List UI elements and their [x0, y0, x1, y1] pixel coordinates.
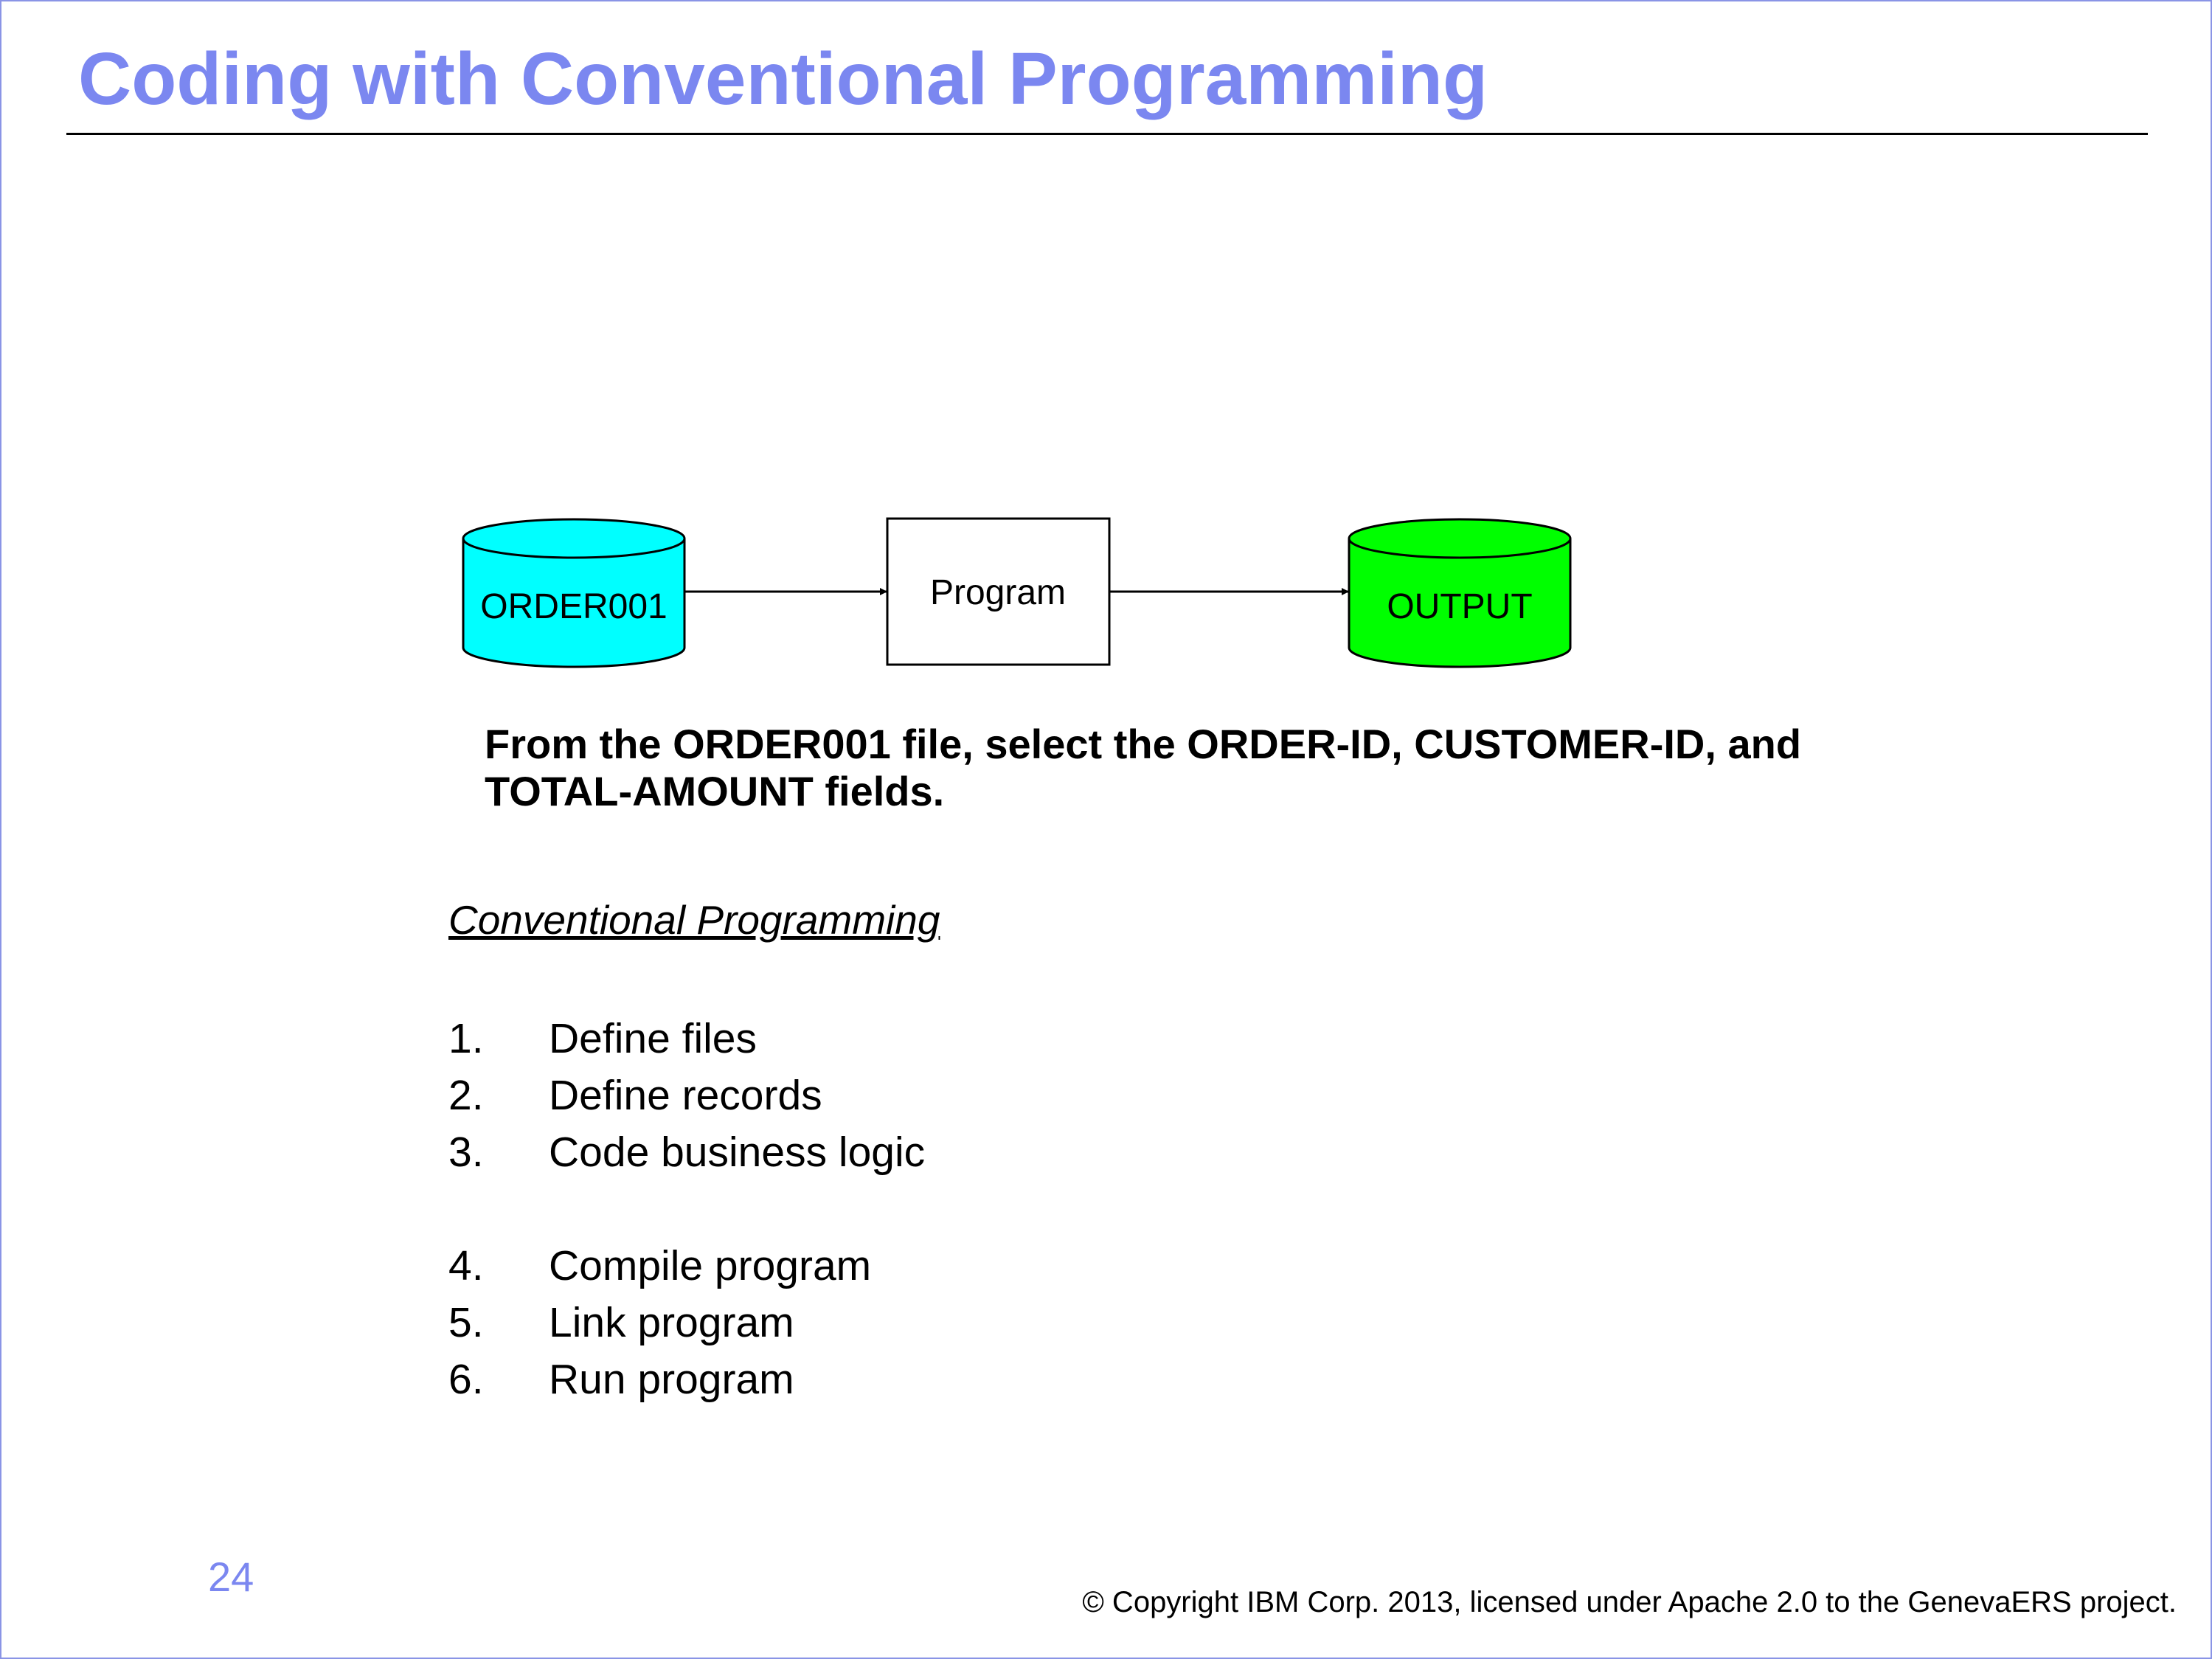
output-file-label: OUTPUT: [1387, 587, 1532, 626]
step-text: Code business logic: [549, 1129, 926, 1176]
title-divider: [66, 133, 2148, 135]
input-file-label: ORDER001: [480, 587, 667, 626]
step-number: 2.: [448, 1072, 484, 1119]
copyright-notice: © Copyright IBM Corp. 2013, licensed und…: [1082, 1586, 2177, 1618]
step-number: 6.: [448, 1356, 484, 1403]
section-heading: Conventional Programming: [448, 897, 940, 943]
input-cylinder-body: [462, 538, 686, 668]
page-number: 24: [208, 1554, 254, 1600]
instruction-text: From the ORDER001 file, select the ORDER…: [485, 721, 1802, 814]
step-number: 1.: [448, 1015, 484, 1062]
output-file-cylinder: OUTPUT: [1348, 518, 1572, 668]
step-text: Run program: [549, 1356, 794, 1403]
step-number: 5.: [448, 1299, 484, 1346]
flow-diagram: ORDER001 Program OUTPUT: [462, 517, 1572, 668]
program-label: Program: [930, 573, 1066, 612]
step-text: Define records: [549, 1072, 822, 1119]
step-text: Compile program: [549, 1242, 872, 1289]
slide-title: Coding with Conventional Programming: [78, 38, 1488, 120]
step-number: 4.: [448, 1242, 484, 1289]
input-file-cylinder: ORDER001: [462, 518, 686, 668]
step-text: Define files: [549, 1015, 757, 1062]
step-number: 3.: [448, 1129, 484, 1176]
output-cylinder-top: [1348, 518, 1572, 559]
program-box-rect: [886, 517, 1111, 666]
input-cylinder-top: [462, 518, 686, 559]
output-cylinder-body: [1348, 538, 1572, 668]
step-text: Link program: [549, 1299, 794, 1346]
program-box: Program: [886, 517, 1111, 666]
